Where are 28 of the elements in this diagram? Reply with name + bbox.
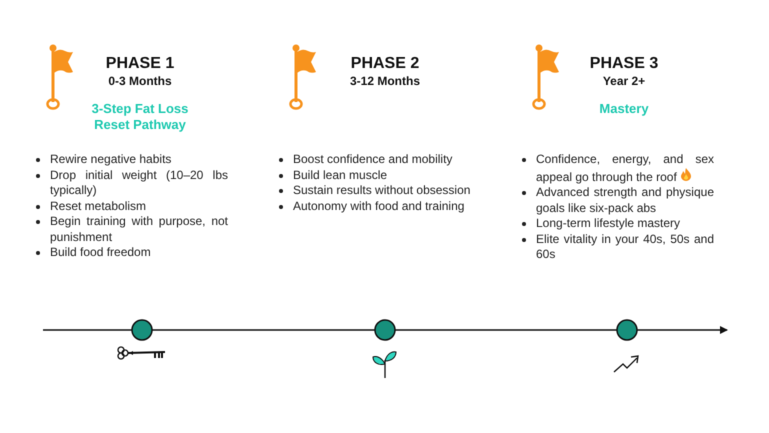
bullet-text: Begin training with purpose, not punishment: [50, 214, 228, 245]
bullet-text: Build lean muscle: [293, 168, 388, 183]
phase-duration: 0-3 Months: [108, 74, 172, 89]
phase-title: PHASE 1: [106, 54, 174, 74]
bullet-text: Reset metabolism: [50, 198, 148, 214]
bullet-text: Drop initial weight (10–20 lbs typically): [50, 168, 228, 198]
bullet-text: Build food freedom: [50, 245, 152, 260]
timeline-line: [637, 326, 728, 334]
bullet-text: Autonomy with food and training: [293, 198, 466, 214]
phase-name: 3-Step Fat Loss Reset Pathway: [90, 101, 190, 134]
milestone-circle: [131, 319, 153, 341]
bullet-text: Rewire negative habits: [50, 152, 172, 168]
bullet-text: Long-term lifestyle mastery: [536, 216, 682, 232]
timeline-line: [152, 329, 375, 331]
timeline-line: [43, 329, 132, 331]
milestone-circle: [374, 319, 396, 341]
timeline-line: [395, 329, 617, 331]
milestone-circle: [616, 319, 638, 341]
phase-duration: Year 2+: [602, 74, 646, 89]
phase-name: Mastery: [598, 101, 650, 118]
bullet-text: Elite vitality in your 40s, 50s and 60s: [536, 232, 714, 262]
phase-duration: 3-12 Months: [350, 74, 420, 89]
bullet-text: Advanced strength and physique goals like six-pack abs: [536, 185, 714, 216]
bullet-text: Confidence, energy, and sex appeal go through the roof: [536, 152, 714, 185]
phase-title: PHASE 2: [350, 54, 420, 74]
phase-title: PHASE 3: [590, 54, 658, 74]
bullet-text: Boost confidence and mobility: [293, 152, 454, 168]
bullet-text: Sustain results without obsession: [293, 183, 471, 198]
